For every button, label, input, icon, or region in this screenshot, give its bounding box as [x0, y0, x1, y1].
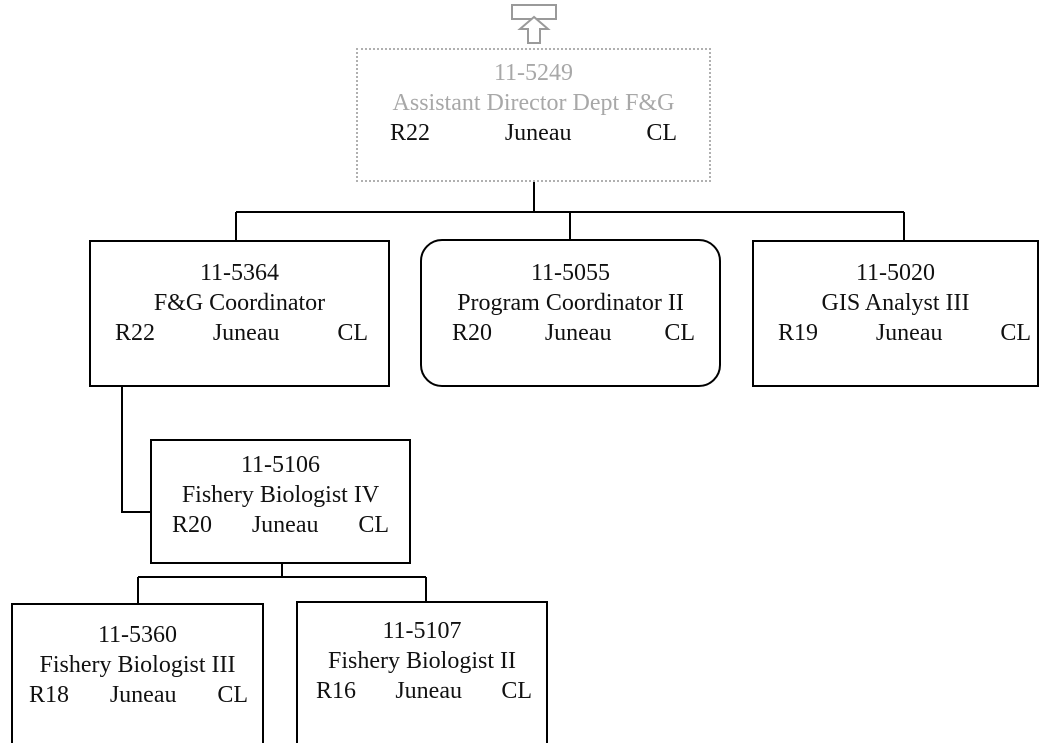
up-arrow-icon[interactable]: [508, 3, 560, 45]
position-range: R20: [172, 512, 213, 538]
position-range: R16: [316, 678, 357, 704]
position-number: 11-5249: [493, 60, 574, 86]
position-location: Juneau: [504, 120, 572, 146]
position-box-11-5364[interactable]: 11-5364 F&G Coordinator R22 Juneau CL: [89, 240, 390, 387]
position-title: F&G Coordinator: [153, 290, 326, 316]
position-details: R22 Juneau CL: [358, 118, 709, 148]
position-box-11-5249[interactable]: 11-5249 Assistant Director Dept F&G R22 …: [356, 48, 711, 182]
position-details: R16 Juneau CL: [298, 676, 546, 706]
position-location: Juneau: [395, 678, 462, 704]
position-number: 11-5106: [240, 452, 321, 478]
position-number: 11-5364: [199, 260, 280, 286]
position-title: Program Coordinator II: [457, 290, 684, 316]
position-number: 11-5360: [97, 622, 178, 648]
position-box-11-5107[interactable]: 11-5107 Fishery Biologist II R16 Juneau …: [296, 601, 548, 743]
position-status: CL: [501, 678, 532, 704]
position-box-11-5106[interactable]: 11-5106 Fishery Biologist IV R20 Juneau …: [150, 439, 411, 564]
position-location: Juneau: [251, 512, 319, 538]
position-status: CL: [646, 120, 677, 146]
position-location: Juneau: [109, 682, 177, 708]
position-number: 11-5020: [855, 260, 936, 286]
position-title: Fishery Biologist II: [327, 648, 516, 674]
position-title: Fishery Biologist III: [39, 652, 236, 678]
position-box-11-5055[interactable]: 11-5055 Program Coordinator II R20 Junea…: [420, 239, 721, 387]
position-title: GIS Analyst III: [821, 290, 970, 316]
position-range: R20: [452, 320, 493, 346]
position-number: 11-5107: [382, 618, 462, 644]
position-box-11-5020[interactable]: 11-5020 GIS Analyst III R19 Juneau CL: [752, 240, 1039, 387]
position-details: R19 Juneau CL: [754, 318, 1037, 348]
position-details: R20 Juneau CL: [152, 510, 409, 540]
position-details: R20 Juneau CL: [422, 318, 719, 348]
position-range: R22: [115, 320, 156, 346]
position-range: R19: [778, 320, 819, 346]
position-range: R18: [29, 682, 70, 708]
position-status: CL: [664, 320, 695, 346]
position-title: Assistant Director Dept F&G: [392, 90, 675, 116]
position-location: Juneau: [544, 320, 612, 346]
position-title: Fishery Biologist IV: [181, 482, 380, 508]
position-details: R18 Juneau CL: [13, 680, 262, 710]
position-number: 11-5055: [530, 260, 611, 286]
position-status: CL: [217, 682, 248, 708]
position-location: Juneau: [212, 320, 280, 346]
position-status: CL: [358, 512, 389, 538]
position-status: CL: [1000, 320, 1031, 346]
connector-5364-to-5106: [121, 387, 150, 513]
position-details: R22 Juneau CL: [91, 318, 388, 348]
position-box-11-5360[interactable]: 11-5360 Fishery Biologist III R18 Juneau…: [11, 603, 264, 743]
position-status: CL: [337, 320, 368, 346]
position-location: Juneau: [875, 320, 943, 346]
position-range: R22: [390, 120, 431, 146]
